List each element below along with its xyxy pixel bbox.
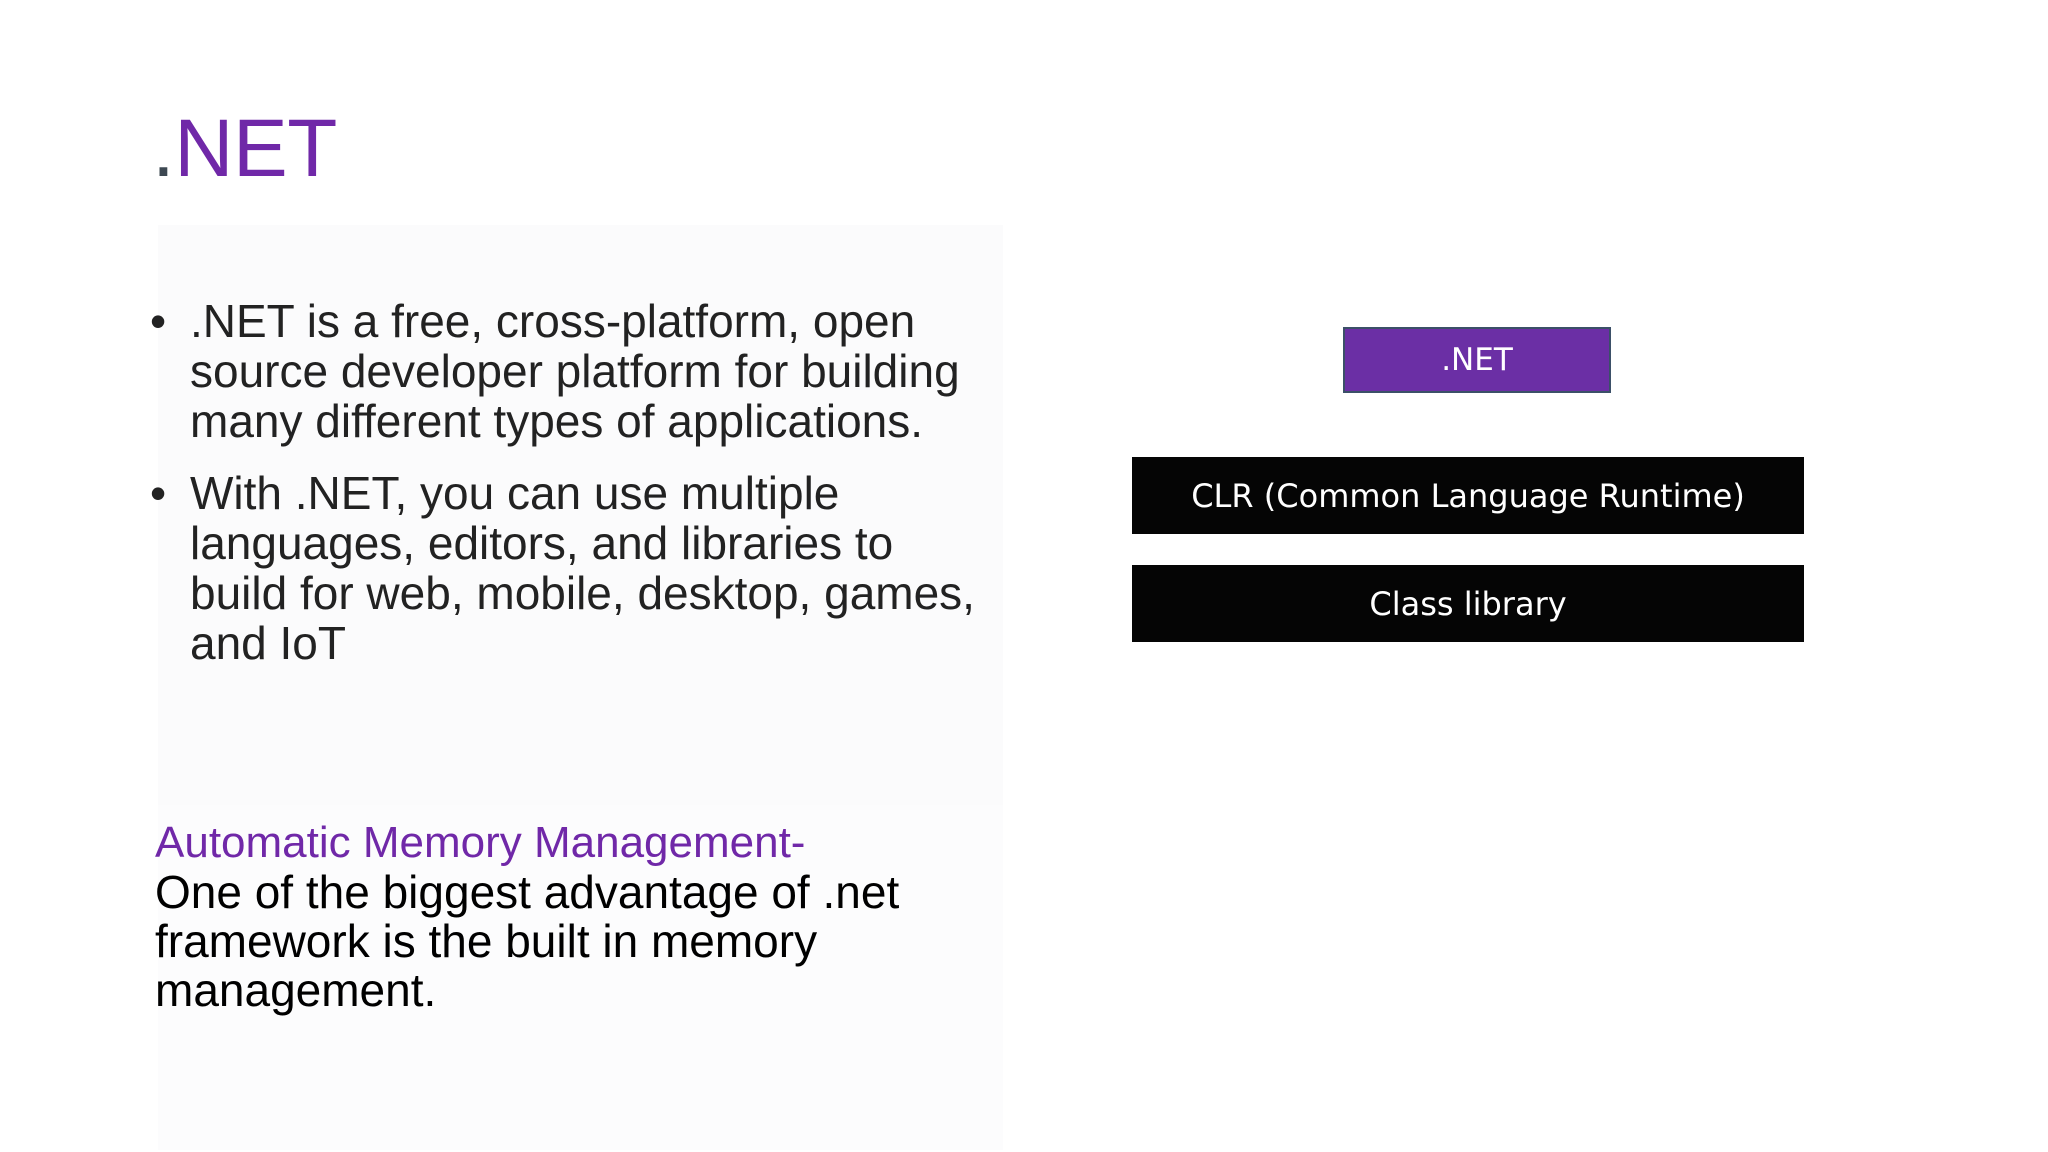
dotnet-architecture-diagram: .NET CLR (Common Language Runtime) Class… xyxy=(1130,320,1930,660)
content-background-wash-upper xyxy=(158,225,1003,805)
bullet-list: • .NET is a free, cross-platform, open s… xyxy=(150,296,980,690)
diagram-box-clr-label: CLR (Common Language Runtime) xyxy=(1191,476,1745,515)
bullet-marker-icon: • xyxy=(150,467,167,519)
page-title: .NET xyxy=(152,108,337,190)
diagram-box-class-library: Class library xyxy=(1132,565,1804,642)
memory-management-body: One of the biggest advantage of .net fra… xyxy=(155,866,900,1016)
memory-management-block: Automatic Memory Management- One of the … xyxy=(155,818,995,1015)
list-item: • .NET is a free, cross-platform, open s… xyxy=(150,296,980,446)
diagram-box-dotnet: .NET xyxy=(1343,327,1611,393)
bullet-text: With .NET, you can use multiple language… xyxy=(190,467,975,669)
list-item: • With .NET, you can use multiple langua… xyxy=(150,468,980,668)
memory-management-heading: Automatic Memory Management- xyxy=(155,818,806,867)
diagram-box-clr: CLR (Common Language Runtime) xyxy=(1132,457,1804,534)
title-word: NET xyxy=(174,103,337,194)
bullet-marker-icon: • xyxy=(150,295,167,347)
diagram-box-class-library-label: Class library xyxy=(1369,584,1567,623)
title-dot: . xyxy=(152,103,175,194)
diagram-box-dotnet-label: .NET xyxy=(1441,342,1513,378)
bullet-text: .NET is a free, cross-platform, open sou… xyxy=(190,295,960,447)
